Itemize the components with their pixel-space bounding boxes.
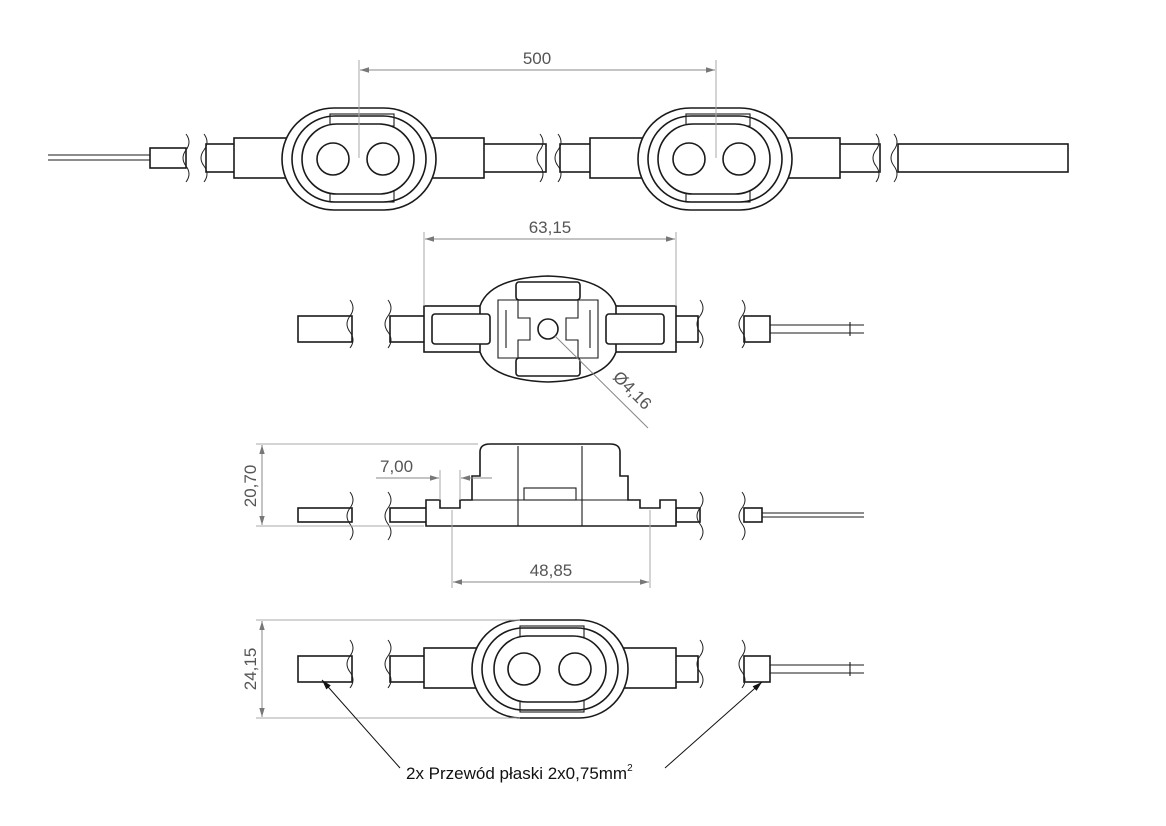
dimension-mount-spacing: 48,85 <box>530 561 573 580</box>
module-1 <box>233 107 485 211</box>
dimension-width: 63,15 <box>529 218 572 237</box>
dimension-height: 20,70 <box>241 465 260 508</box>
dimension-depth: 24,15 <box>241 648 260 691</box>
bottom-view: Ø4,16 63,15 <box>297 218 864 429</box>
dimension-tab: 7,00 <box>380 457 413 476</box>
top-view-single: 24,15 2x Przewód płaski 2x0,75mm2 <box>241 619 864 783</box>
dimension-hole-diameter: Ø4,16 <box>609 367 655 413</box>
top-view-chain: 500 <box>48 49 1069 211</box>
module-2 <box>589 107 841 211</box>
cable-note: 2x Przewód płaski 2x0,75mm2 <box>406 763 633 783</box>
dimension-spacing: 500 <box>523 49 551 68</box>
side-view: 20,70 7,00 48,85 <box>241 443 864 588</box>
